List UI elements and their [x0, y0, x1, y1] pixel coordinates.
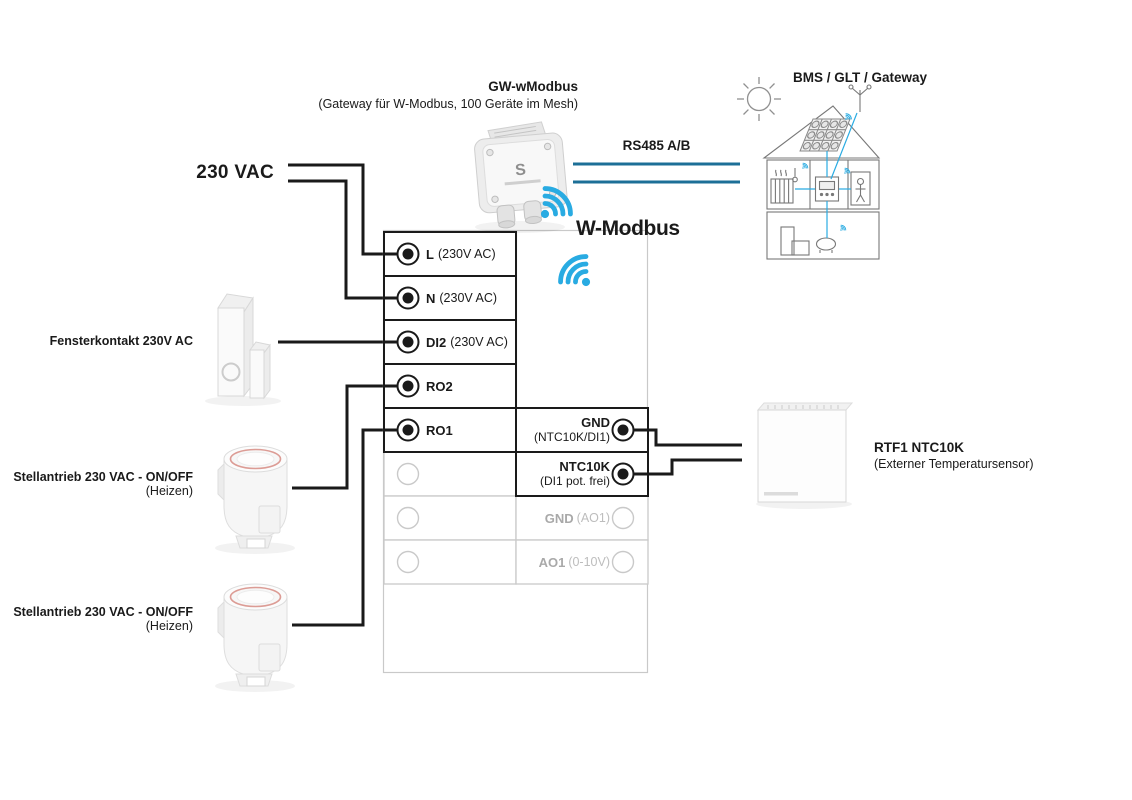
rtf1-title: RTF1 NTC10K [874, 440, 965, 455]
power-wires [288, 163, 400, 300]
rs485-lines [573, 162, 740, 184]
active-terminal-circles [396, 242, 635, 486]
inactive-cells [383, 451, 649, 585]
gateway-title: GW-wModbus [488, 79, 578, 94]
terminal-block [382, 229, 649, 674]
terminal-label-ntc10k: NTC10K (DI1 pot. frei) [539, 459, 610, 489]
gateway-label-block: GW-wModbus (Gateway für W-Modbus, 100 Ge… [318, 79, 578, 111]
rs485-label: RS485 A/B [622, 138, 691, 153]
terminal-label-ao1: AO1 (0-10V) [538, 554, 610, 570]
inactive-terminal-circles [396, 462, 635, 574]
bms-label: BMS / GLT / Gateway [793, 70, 928, 85]
sun-icon [737, 77, 781, 121]
terminal-label-ro2: RO2 [426, 378, 453, 394]
terminal-label-di2: DI2 (230V AC) [426, 334, 508, 350]
actuator2-sublabel: (Heizen) [145, 619, 193, 634]
building-network-lines [795, 112, 858, 238]
window-contact-illustration [205, 293, 281, 406]
rtf1-subtitle: (Externer Temperatursensor) [874, 456, 1034, 471]
terminal-label-ro1: RO1 [426, 422, 453, 438]
terminal-label-l: L (230V AC) [426, 246, 496, 262]
actuator2-label-block: Stellantrieb 230 VAC - ON/OFF (Heizen) [13, 605, 193, 634]
terminal-label-n: N (230V AC) [426, 290, 498, 306]
wmodbus-wifi-icon [555, 251, 601, 297]
actuator-wires [292, 384, 400, 627]
actuator1-sublabel: (Heizen) [145, 484, 193, 499]
rtf1-sensor-illustration [756, 402, 854, 509]
actuator2-label: Stellantrieb 230 VAC - ON/OFF [13, 605, 193, 619]
actuator2-illustration [214, 583, 296, 693]
gateway-logo-icon: S [515, 161, 527, 179]
terminal-label-gnd-ntc10k: GND (NTC10K/DI1) [533, 415, 610, 445]
actuator1-illustration [214, 445, 296, 555]
terminal-label-gnd-ao1: GND (AO1) [544, 510, 610, 526]
gateway-subtitle: (Gateway für W-Modbus, 100 Geräte im Mes… [318, 96, 578, 111]
building-illustration [762, 84, 881, 260]
wmodbus-label: W-Modbus [576, 217, 680, 240]
actuator1-label: Stellantrieb 230 VAC - ON/OFF [13, 470, 193, 484]
gateway-device-illustration: S [474, 121, 568, 233]
power-label: 230 VAC [196, 162, 274, 183]
rtf1-label-block: RTF1 NTC10K (Externer Temperatursensor) [874, 440, 1034, 471]
actuator1-label-block: Stellantrieb 230 VAC - ON/OFF (Heizen) [13, 470, 193, 499]
window-contact-label: Fensterkontakt 230V AC [49, 334, 193, 348]
